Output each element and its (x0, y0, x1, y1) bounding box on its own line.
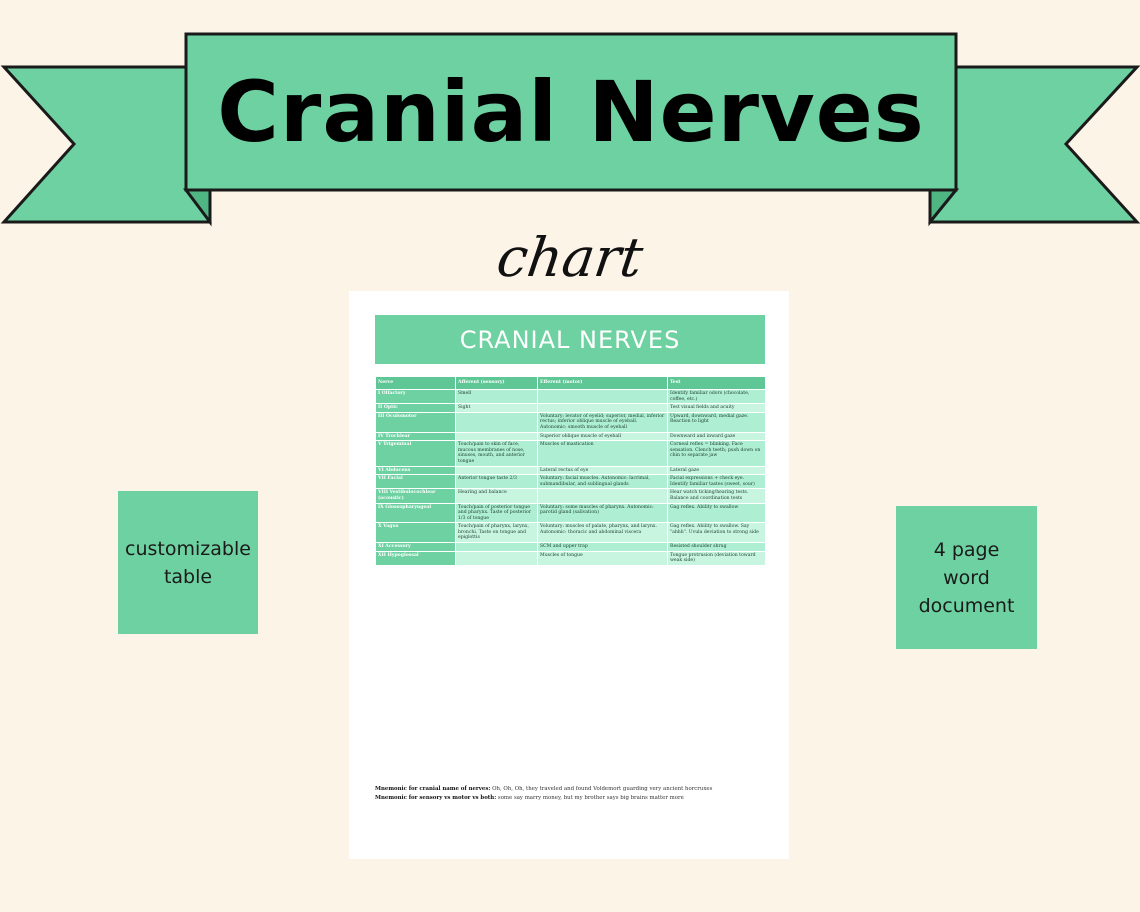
afferent-cell: Touch/pain to skin of face, mucous membr… (455, 440, 538, 467)
column-header: Afferent (sensory) (455, 376, 538, 390)
badge-line: table (163, 565, 213, 588)
table-row: IV Trochlear Superior oblique muscle of … (375, 431, 766, 442)
nerve-cell: X Vagus (375, 522, 456, 544)
afferent-cell: Touch/pain of pharynx, larynx, bronchi. … (455, 522, 538, 544)
badge-line: word (943, 566, 990, 589)
efferent-cell: Lateral rectus of eye (537, 465, 668, 476)
mnemonic-line: Mnemonic for cranial name of nerves: Oh,… (375, 785, 775, 794)
test-cell: Facial expressions + check eye. Identify… (667, 474, 766, 490)
afferent-cell: Sight (455, 403, 538, 413)
nerve-cell: VII Facial (375, 474, 456, 490)
table-header-row: Nerve Afferent (sensory) Efferent (motor… (375, 376, 766, 390)
afferent-cell: Hearing and balance (455, 488, 538, 504)
afferent-cell (455, 465, 538, 476)
efferent-cell (537, 488, 668, 504)
table-row: X Vagus Touch/pain of pharynx, larynx, b… (375, 522, 766, 544)
afferent-cell (455, 550, 538, 566)
nerve-cell: XII Hypoglossal (375, 550, 456, 566)
document-preview: CRANIAL NERVES Nerve Afferent (sensory) … (349, 291, 789, 859)
banner-subtitle: chart (493, 225, 647, 289)
test-cell: Lateral gaze (667, 465, 766, 476)
ribbon-left-tail (0, 65, 212, 224)
afferent-cell (455, 542, 538, 552)
efferent-cell: Muscles of tongue (537, 550, 668, 566)
ribbon-right-tail (928, 65, 1140, 224)
table-row: V Trigeminal Touch/pain to skin of face,… (375, 440, 766, 467)
page-count-badge: 4 page word document (896, 506, 1037, 649)
table-row: XII Hypoglossal Muscles of tongue Tongue… (375, 550, 766, 566)
test-cell: Upward, downward, medial gaze. Reaction … (667, 411, 766, 433)
efferent-cell: Superior oblique muscle of eyeball (537, 431, 668, 442)
test-cell: Test visual fields and acuity (667, 403, 766, 413)
document-header: CRANIAL NERVES (375, 315, 765, 364)
table-row: IX Glossopharyngeal Touch/pain of poster… (375, 502, 766, 524)
nerve-cell: II Optic (375, 403, 456, 413)
table-row: I Olfactory Smell Identify familiar odor… (375, 388, 766, 405)
test-cell: Tongue protrusion (deviation toward weak… (667, 550, 766, 566)
table-row: XI Accessory SCM and upper trap Resisted… (375, 542, 766, 552)
column-header: Test (667, 376, 766, 390)
nerve-cell: XI Accessory (375, 542, 456, 552)
mnemonics: Mnemonic for cranial name of nerves: Oh,… (375, 785, 775, 803)
mnemonic-label: Mnemonic for sensory vs motor vs both: (375, 795, 497, 801)
afferent-cell: Smell (455, 388, 538, 405)
badge-line: document (918, 594, 1015, 617)
efferent-cell: Voluntary: levator of eyelid; superior, … (537, 411, 668, 433)
table-row: III Oculomotor Voluntary: levator of eye… (375, 411, 766, 433)
nerve-cell: VIII Vestibulocochlear (acoustic) (375, 488, 456, 504)
mnemonic-text: Oh, Oh, Oh, they traveled and found Vold… (492, 786, 713, 792)
efferent-cell: Voluntary: muscles of palate, pharynx, a… (537, 522, 668, 544)
efferent-cell: SCM and upper trap (537, 542, 668, 552)
customizable-table-badge: customizable table (118, 491, 258, 634)
efferent-cell: Voluntary: some muscles of pharynx. Auto… (537, 502, 668, 524)
ribbon-center (184, 32, 958, 192)
badge-line: 4 page (933, 538, 1000, 561)
table-row: VIII Vestibulocochlear (acoustic) Hearin… (375, 488, 766, 504)
column-header: Nerve (375, 376, 456, 390)
test-cell: Gag reflex. Ability to swallow (667, 502, 766, 524)
nerve-cell: VI Abducens (375, 465, 456, 476)
test-cell: Gag reflex. Ability to swallow. Say "ahh… (667, 522, 766, 544)
cranial-nerves-table: Nerve Afferent (sensory) Efferent (motor… (375, 376, 766, 566)
badge-line: customizable (125, 537, 251, 560)
test-cell: Corneal reflex = blinking. Face sensatio… (667, 440, 766, 467)
ribbon-banner (0, 32, 1140, 227)
test-cell: Hear watch ticking/hearing tests. Balanc… (667, 488, 766, 504)
mnemonic-text: some say marry money, but my brother say… (497, 795, 684, 801)
nerve-cell: IX Glossopharyngeal (375, 502, 456, 524)
test-cell: Identify familiar odors (chocolate, coff… (667, 388, 766, 405)
afferent-cell: Touch/pain of posterior tongue and phary… (455, 502, 538, 524)
nerve-cell: V Trigeminal (375, 440, 456, 467)
banner-title: Cranial Nerves (217, 63, 925, 161)
efferent-cell: Voluntary: facial muscles. Autonomic: la… (537, 474, 668, 490)
column-header: Efferent (motor) (537, 376, 668, 390)
efferent-cell (537, 403, 668, 413)
table-row: II Optic Sight Test visual fields and ac… (375, 403, 766, 413)
nerve-cell: III Oculomotor (375, 411, 456, 433)
test-cell: Resisted shoulder shrug (667, 542, 766, 552)
table-row: VI Abducens Lateral rectus of eye Latera… (375, 465, 766, 476)
efferent-cell (537, 388, 668, 405)
test-cell: Downward and inward gaze (667, 431, 766, 442)
table-row: VII Facial Anterior tongue taste 2/3 Vol… (375, 474, 766, 490)
mnemonic-line: Mnemonic for sensory vs motor vs both: s… (375, 794, 775, 803)
efferent-cell: Muscles of mastication (537, 440, 668, 467)
afferent-cell (455, 431, 538, 442)
nerve-cell: IV Trochlear (375, 431, 456, 442)
mnemonic-label: Mnemonic for cranial name of nerves: (375, 786, 491, 792)
afferent-cell (455, 411, 538, 433)
afferent-cell: Anterior tongue taste 2/3 (455, 474, 538, 490)
nerve-cell: I Olfactory (375, 388, 456, 405)
